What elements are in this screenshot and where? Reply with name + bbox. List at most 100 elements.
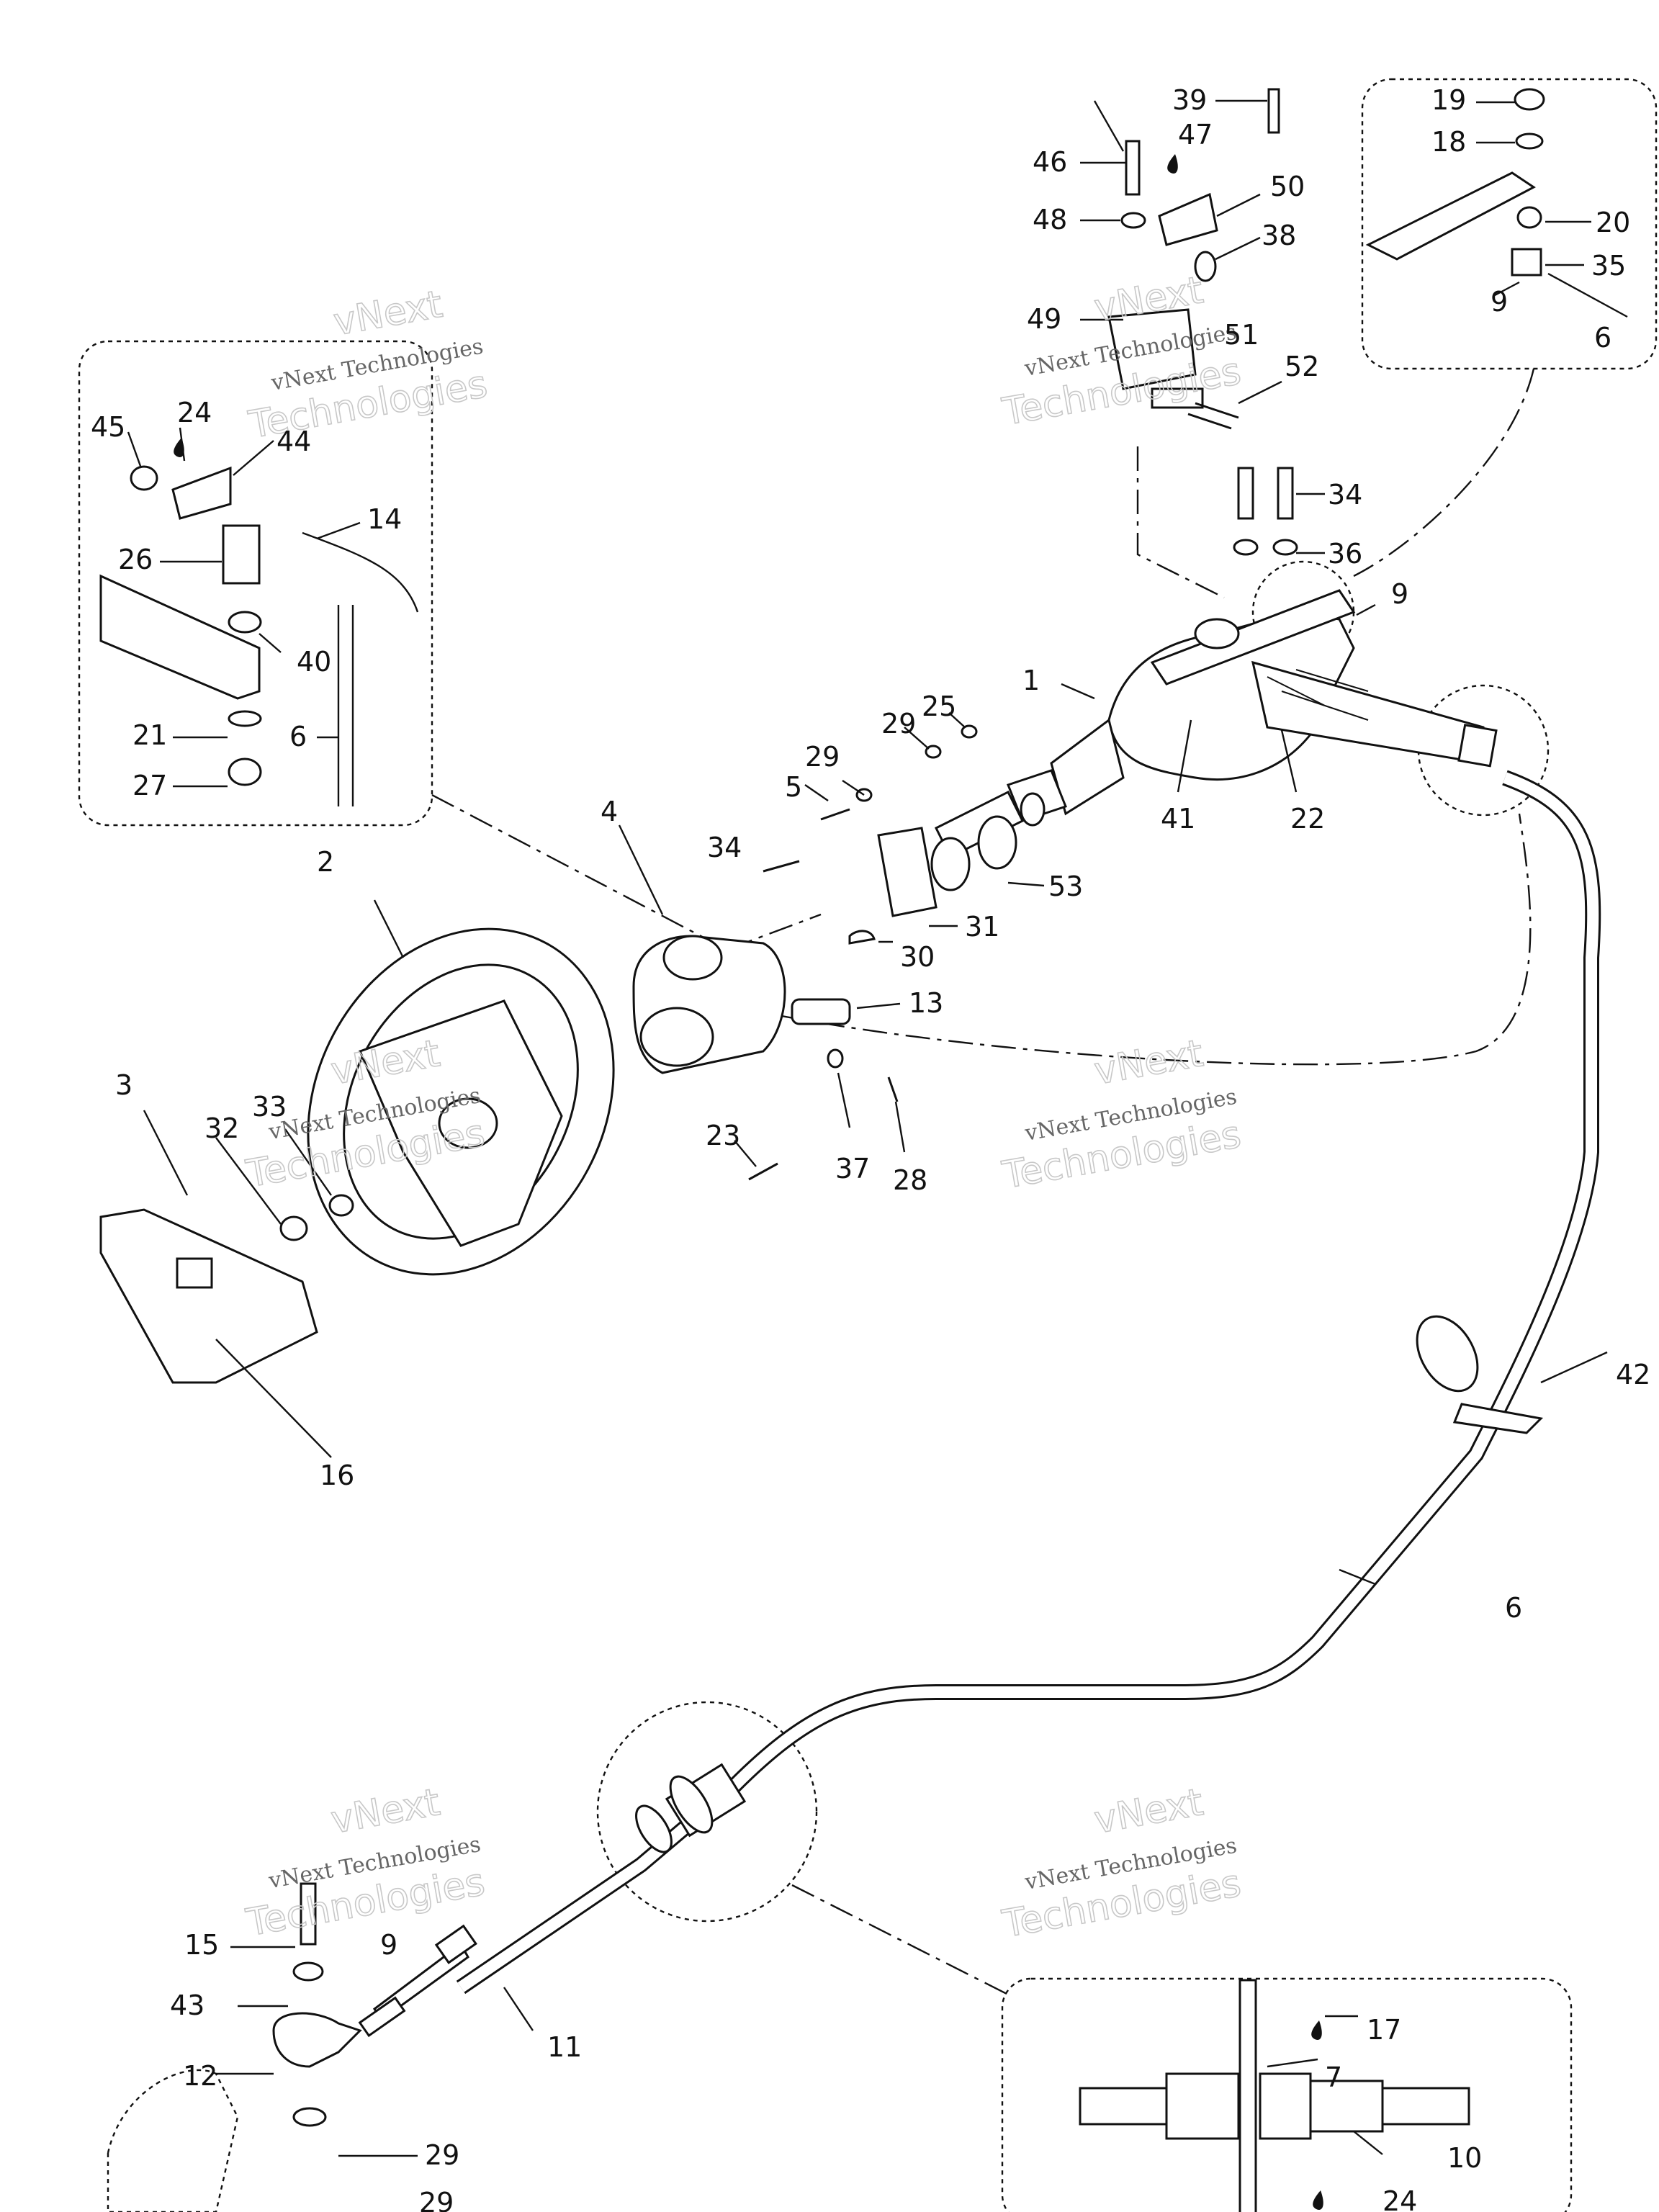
callout-38: 38 [1262, 220, 1296, 251]
fitting-right [1381, 2087, 1470, 2126]
screw-28 [887, 1076, 899, 1102]
nut-19 [1514, 88, 1545, 111]
hub-cover-gauge-2 [639, 1007, 714, 1067]
washer-33 [328, 1194, 354, 1217]
fitting-body [1165, 2072, 1240, 2140]
callout-51: 51 [1224, 319, 1259, 351]
nut-32 [279, 1215, 308, 1241]
callout-1: 1 [1022, 665, 1040, 696]
fitting-10 [1309, 2080, 1384, 2133]
bulkhead-fitting [635, 1763, 747, 1853]
tiller-arm-right [1365, 171, 1536, 261]
bolt-34b [1277, 467, 1294, 520]
connector-top-bracket [1136, 446, 1225, 599]
callout-19: 19 [1431, 84, 1466, 116]
ball-joint-12 [272, 2012, 362, 2068]
top-plate [1158, 192, 1218, 246]
steering-cable-inner [457, 772, 1599, 1992]
bearing-ring-1 [930, 837, 971, 891]
cable-end-rod [358, 1924, 477, 2038]
svg-text:vNext: vNext [1091, 1032, 1206, 1093]
detail-box-left [78, 340, 433, 827]
callout-42: 42 [1616, 1359, 1650, 1390]
callout-14: 14 [367, 503, 402, 535]
callout-48: 48 [1033, 204, 1067, 235]
callout-36: 36 [1328, 538, 1362, 570]
callout-52: 52 [1285, 351, 1319, 382]
callout-35: 35 [1591, 250, 1626, 282]
callout-23: 23 [706, 1120, 740, 1151]
watermark-4: vNext vNext Technologies Technologies [999, 1031, 1245, 1197]
callout-9-bottom: 9 [380, 1929, 397, 1961]
fitting-nut [1259, 2072, 1312, 2140]
nut-25 [961, 724, 978, 739]
callout-34-top: 34 [1328, 479, 1362, 511]
bolt-46 [1125, 140, 1141, 196]
bulkhead-panel [1238, 1979, 1257, 2212]
washer-21 [228, 710, 262, 727]
connector-bulkhead [791, 1884, 1009, 1996]
callout-10: 10 [1447, 2142, 1482, 2174]
svg-text:vNext: vNext [1091, 1781, 1206, 1842]
bushing-20 [1516, 206, 1542, 229]
callout-49: 49 [1027, 303, 1061, 335]
bearing-ring-2 [977, 815, 1017, 870]
oil-drop-icon [1313, 2190, 1323, 2210]
connector-hub-curve [777, 813, 1532, 1066]
callout-4: 4 [601, 796, 618, 827]
callout-31: 31 [965, 911, 999, 943]
fitting-left [1079, 2087, 1168, 2126]
callout-46: 46 [1033, 146, 1067, 178]
pivot-26 [222, 524, 261, 585]
callout-34-hub: 34 [707, 832, 742, 863]
pivot-35 [1511, 248, 1542, 276]
callout-5: 5 [785, 771, 802, 803]
callout-50: 50 [1270, 171, 1305, 202]
svg-text:vNext: vNext [331, 283, 446, 344]
washer-29c [292, 2107, 327, 2127]
cable-tie [1416, 1315, 1479, 1393]
detail-box-top-right [1361, 78, 1658, 370]
callout-13: 13 [909, 987, 943, 1019]
callout-44: 44 [276, 426, 311, 457]
helm-assembly [934, 589, 1498, 859]
bracket-44 [171, 466, 232, 520]
callout-53: 53 [1048, 871, 1083, 902]
outboard-bracket [107, 2069, 239, 2212]
mounting-plate [877, 827, 938, 917]
center-cap [99, 1208, 318, 1384]
callout-41: 41 [1161, 803, 1195, 835]
bolt-39 [1267, 88, 1280, 134]
cable-14 [302, 531, 419, 613]
callout-2: 2 [317, 846, 334, 878]
connector-top-right-box [1353, 368, 1535, 577]
watermark-2: vNext vNext Technologies Technologies [999, 268, 1245, 434]
callout-20: 20 [1596, 207, 1630, 238]
callout-28: 28 [893, 1164, 927, 1196]
callout-6-main: 6 [1505, 1592, 1522, 1624]
callout-37: 37 [835, 1153, 870, 1184]
washer-40 [228, 611, 262, 634]
oil-drop-icon [1311, 2020, 1322, 2040]
callout-numbers: 1 2 3 4 5 6 6 6 7 9 9 9 10 11 12 13 14 1… [91, 84, 1650, 2212]
callout-45: 45 [91, 411, 125, 443]
oil-drop-icon [174, 438, 184, 457]
callout-12: 12 [183, 2060, 217, 2092]
detail-circle-cable-end [1417, 684, 1550, 817]
callout-47: 47 [1178, 119, 1213, 150]
washer-37 [827, 1048, 844, 1069]
hub-cover-gauge-1 [662, 935, 723, 981]
tiller-arm-left [99, 574, 261, 700]
callout-18: 18 [1431, 126, 1466, 158]
callout-40: 40 [297, 646, 331, 678]
callout-33: 33 [252, 1091, 287, 1123]
bolt-15 [300, 1882, 317, 1946]
callout-22: 22 [1290, 803, 1325, 835]
detail-box-bottom-right [1001, 1977, 1573, 2212]
bolt-52a [1195, 402, 1239, 419]
callout-26: 26 [118, 544, 153, 575]
callout-29-a: 29 [805, 741, 840, 773]
washer-18 [1515, 132, 1544, 150]
callout-24-bottom: 24 [1382, 2185, 1417, 2212]
